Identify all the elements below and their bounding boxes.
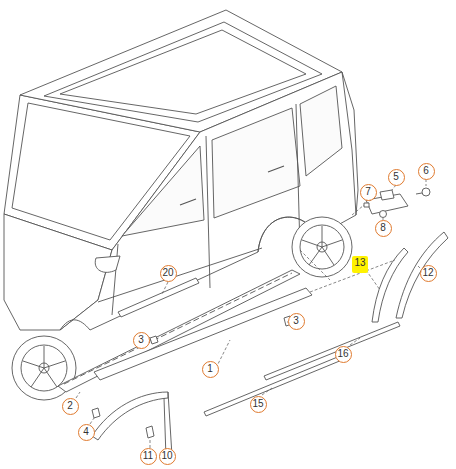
callout-number: 2 — [62, 398, 79, 415]
callout-number: 6 — [418, 163, 435, 180]
callout-number: 15 — [250, 396, 267, 413]
callout-number: 7 — [360, 184, 377, 201]
callout-number: 1 — [202, 361, 219, 378]
callout-number: 20 — [160, 265, 177, 282]
callout-number: 8 — [375, 220, 392, 237]
callout-number: 5 — [388, 169, 405, 186]
callout-number: 16 — [335, 346, 352, 363]
callout-number: 3 — [133, 332, 150, 349]
callout-number: 11 — [140, 448, 157, 465]
callout-number: 13 — [352, 256, 367, 273]
callout-number: 3 — [288, 313, 305, 330]
callout-number: 10 — [159, 448, 176, 465]
callout-number: 4 — [78, 424, 95, 441]
callout-number: 12 — [420, 265, 437, 282]
